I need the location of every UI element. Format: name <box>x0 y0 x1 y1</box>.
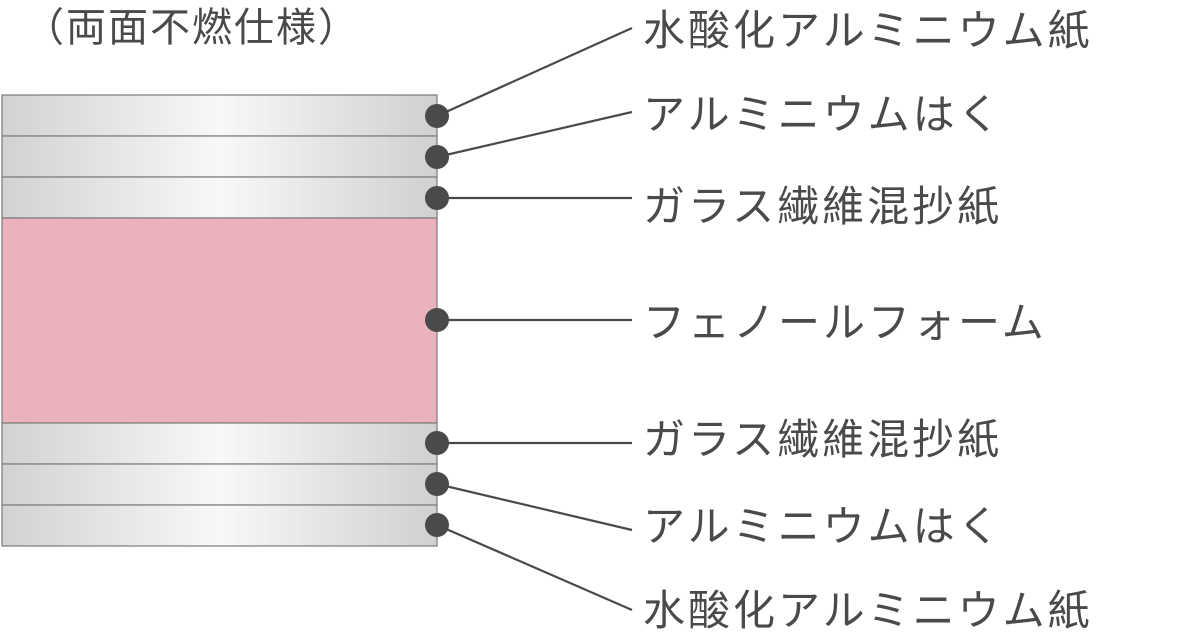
layer-band-aluminum-hydroxide-paper-top <box>1 94 438 137</box>
diagram-title: （両面不燃仕様） <box>24 5 360 51</box>
layer-label-glass-fiber-paper-bottom: ガラス繊維混抄紙 <box>643 415 1003 464</box>
leader-dot-aluminum-hydroxide-paper-bottom <box>425 513 449 537</box>
layer-band-aluminum-hydroxide-paper-bottom <box>1 504 438 547</box>
layer-band-phenolic-foam <box>1 217 438 424</box>
layer-band-aluminum-foil-top <box>1 135 438 178</box>
leader-dot-phenolic-foam <box>425 308 449 332</box>
layer-label-aluminum-hydroxide-paper-top: 水酸化アルミニウム紙 <box>643 6 1093 55</box>
layer-label-phenolic-foam: フェノールフォーム <box>643 298 1047 347</box>
layer-band-glass-fiber-paper-top <box>1 176 438 219</box>
layer-label-aluminum-foil-top: アルミニウムはく <box>643 90 1003 139</box>
leader-line-aluminum-foil-bottom <box>436 482 633 532</box>
leader-dot-glass-fiber-paper-top <box>425 186 449 210</box>
leader-line-aluminum-hydroxide-paper-top <box>436 26 633 118</box>
leader-dot-aluminum-hydroxide-paper-top <box>425 104 449 128</box>
layer-band-glass-fiber-paper-bottom <box>1 422 438 465</box>
layer-label-glass-fiber-paper-top: ガラス繊維混抄紙 <box>643 182 1003 231</box>
layer-band-aluminum-foil-bottom <box>1 463 438 506</box>
layer-label-aluminum-foil-bottom: アルミニウムはく <box>643 502 1003 551</box>
layer-label-aluminum-hydroxide-paper-bottom: 水酸化アルミニウム紙 <box>643 586 1093 635</box>
leader-dot-glass-fiber-paper-bottom <box>425 431 449 455</box>
leader-line-aluminum-foil-top <box>436 110 633 159</box>
leader-dot-aluminum-foil-top <box>425 145 449 169</box>
leader-dot-aluminum-foil-bottom <box>425 472 449 496</box>
leader-line-aluminum-hydroxide-paper-bottom <box>436 523 633 612</box>
